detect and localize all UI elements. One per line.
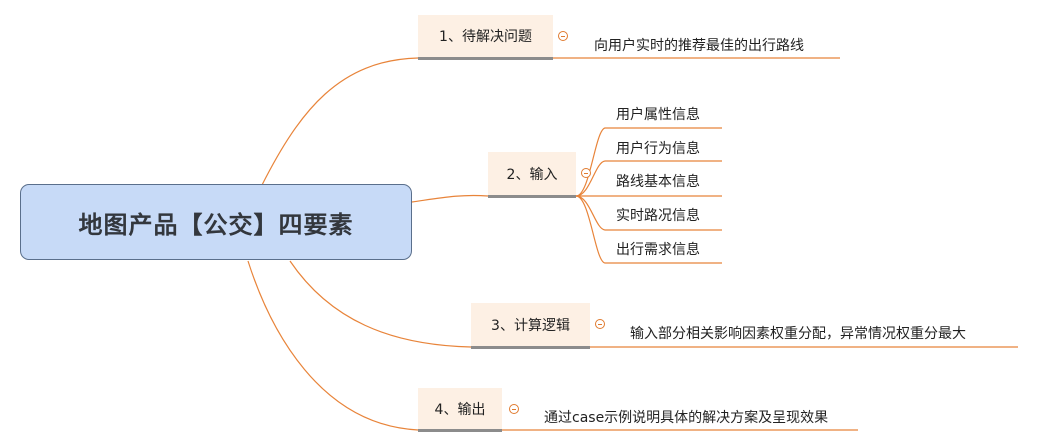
child-line-2-1 [575,127,722,197]
topic-3-child-1[interactable]: 输入部分相关影响因素权重分配，异常情况权重分最大 [630,326,966,342]
topic-4-label: 4、输出 [434,401,486,418]
topic-1-child-1[interactable]: 向用户实时的推荐最佳的出行路线 [594,38,804,54]
root-topic[interactable]: 地图产品【公交】四要素 [20,184,412,260]
branch-line-4 [247,260,419,431]
topic-2-child-2[interactable]: 用户行为信息 [616,141,700,157]
topic-4[interactable]: 4、输出 [418,388,502,432]
topic-2-child-3[interactable]: 路线基本信息 [616,174,700,190]
topic-4-child-1[interactable]: 通过case示例说明具体的解决方案及呈现效果 [544,410,829,426]
branch-line-2 [411,194,489,203]
topic-2-child-1[interactable]: 用户属性信息 [616,107,700,123]
root-title: 地图产品【公交】四要素 [78,210,354,239]
topic-2-label: 2、输入 [506,166,558,183]
collapse-minus-icon[interactable] [581,168,591,178]
branch-line-1 [261,57,419,186]
topic-2-child-4[interactable]: 实时路况信息 [616,208,700,224]
topic-2-child-5[interactable]: 出行需求信息 [616,242,700,258]
topic-3-label: 3、计算逻辑 [491,317,570,334]
topic-3[interactable]: 3、计算逻辑 [471,303,590,349]
collapse-minus-icon[interactable] [595,319,605,329]
branch-line-3 [289,260,472,348]
child-line-2-5 [575,195,722,264]
collapse-minus-icon[interactable] [509,404,519,414]
collapse-minus-icon[interactable] [558,31,568,41]
child-line-2-2 [575,160,722,197]
topic-1-label: 1、待解决问题 [439,29,532,45]
topic-1[interactable]: 1、待解决问题 [418,15,553,60]
topic-2[interactable]: 2、输入 [488,152,576,198]
